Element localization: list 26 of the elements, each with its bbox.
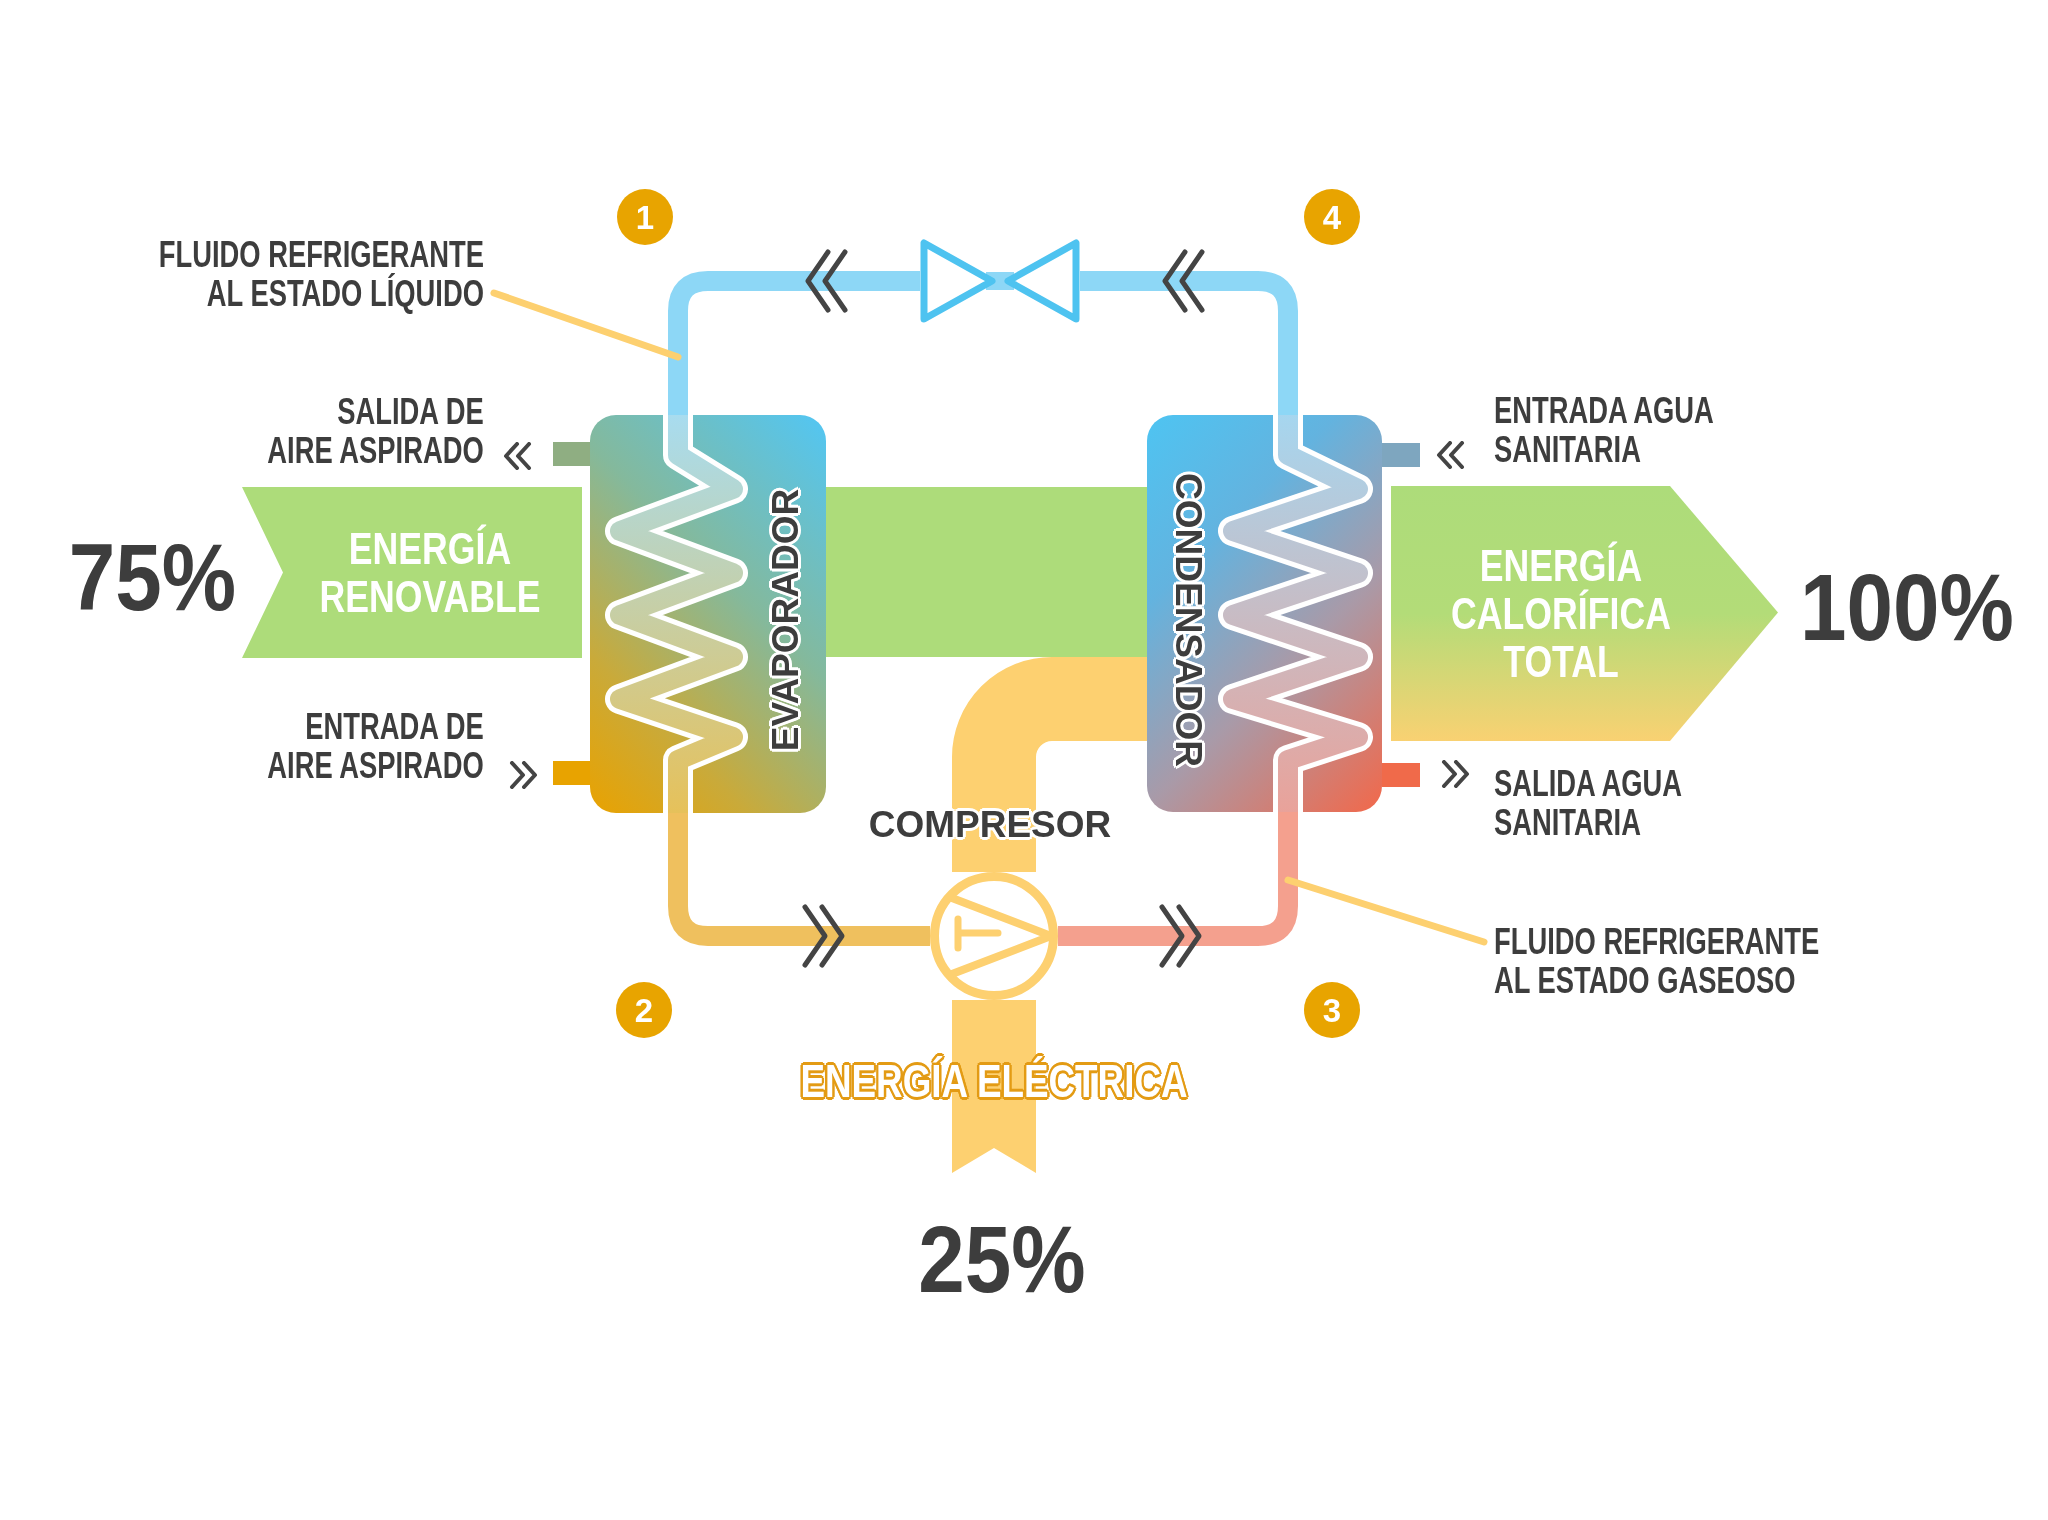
percentage-value: 25% xyxy=(918,1212,1086,1307)
pipe-arrow xyxy=(668,249,920,415)
vertical-label: CONDENSADOR xyxy=(1167,472,1209,769)
percentage-value: 100% xyxy=(1800,560,2014,655)
port-label: SALIDA DE AIRE ASPIRADO xyxy=(267,392,484,470)
callout-text: FLUIDO REFRIGERANTE AL ESTADO GASEOSO xyxy=(1494,922,1820,1000)
number-badge: 2 xyxy=(616,982,672,1038)
callout-text: FLUIDO REFRIGERANTE AL ESTADO LÍQUIDO xyxy=(158,235,484,313)
port-label: ENTRADA AGUA SANITARIA xyxy=(1494,391,1714,469)
flow-label: ENERGÍA CALORÍFICA TOTAL xyxy=(1451,542,1671,686)
port-label: SALIDA AGUA SANITARIA xyxy=(1494,764,1682,842)
pipe-arrow xyxy=(1080,249,1298,415)
vertical-label: EVAPORADOR xyxy=(764,487,806,754)
energy-flow-band xyxy=(826,487,1147,657)
pipe-arrow xyxy=(1058,812,1298,968)
percentage-value: 75% xyxy=(68,530,236,625)
flow-label: ENERGÍA RENOVABLE xyxy=(319,525,541,621)
evaporator-box xyxy=(590,415,826,813)
port-label: ENTRADA DE AIRE ASPIRADO xyxy=(267,707,484,785)
number-badge: 1 xyxy=(617,189,673,245)
number-badge: 3 xyxy=(1304,982,1360,1038)
condenser-box xyxy=(1147,415,1382,812)
leader-line xyxy=(490,289,682,361)
number-badge: 4 xyxy=(1304,189,1360,245)
leader-line xyxy=(1284,876,1488,946)
pipe-arrow xyxy=(668,813,930,968)
